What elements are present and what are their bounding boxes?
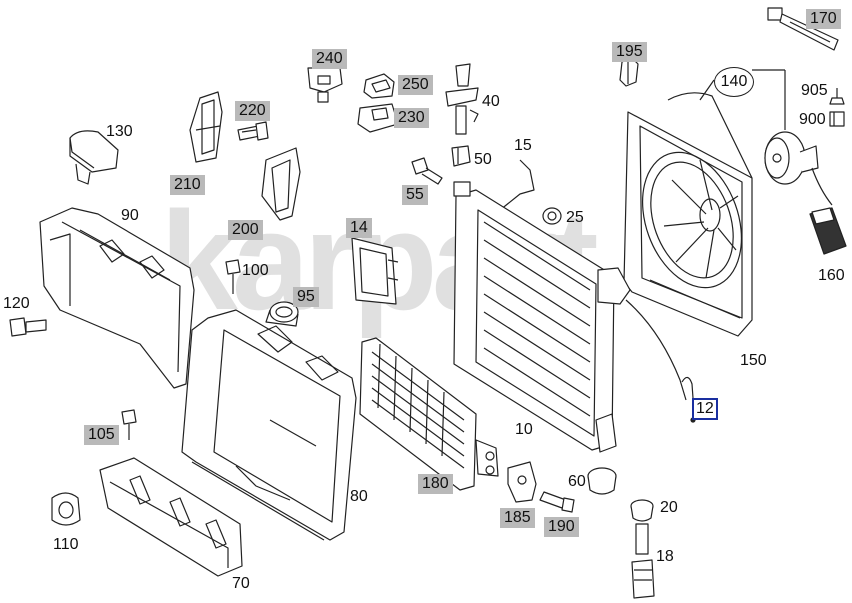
callout-905[interactable]: 905: [801, 82, 828, 99]
callout-150[interactable]: 150: [740, 352, 767, 369]
callout-12[interactable]: 12: [692, 398, 718, 420]
callout-105[interactable]: 105: [84, 425, 119, 445]
fan-motor-part[interactable]: [764, 131, 833, 206]
callout-10[interactable]: 10: [515, 421, 533, 438]
grommet-part[interactable]: [542, 207, 562, 225]
bracket-210-part[interactable]: [189, 91, 223, 163]
bolt-220-part[interactable]: [237, 121, 269, 141]
callout-70[interactable]: 70: [232, 575, 250, 592]
callout-220[interactable]: 220: [235, 101, 270, 121]
callout-250[interactable]: 250: [398, 75, 433, 95]
push-pin-part[interactable]: [9, 317, 47, 337]
callout-190[interactable]: 190: [544, 517, 579, 537]
connector-900-part[interactable]: [829, 111, 845, 127]
pad-250-part[interactable]: [363, 73, 395, 99]
clamp-110-part[interactable]: [51, 492, 81, 526]
callout-40[interactable]: 40: [482, 93, 500, 110]
callout-900[interactable]: 900: [799, 111, 826, 128]
callout-140[interactable]: 140: [714, 67, 754, 97]
fan-shroud-part[interactable]: [623, 92, 759, 337]
fitting-185-part[interactable]: [507, 461, 537, 503]
callout-100[interactable]: 100: [242, 262, 269, 279]
bolt-105-part[interactable]: [121, 409, 137, 440]
bracket-200-part[interactable]: [261, 147, 301, 221]
callout-170[interactable]: 170: [806, 9, 841, 29]
connector-905-part[interactable]: [829, 88, 845, 105]
callout-120[interactable]: 120: [3, 295, 30, 312]
clip-50-part[interactable]: [451, 145, 471, 167]
callout-15[interactable]: 15: [514, 137, 532, 154]
sensor-18-part[interactable]: [631, 523, 655, 599]
radiator-part[interactable]: [453, 181, 631, 453]
clip-195-part[interactable]: [619, 57, 639, 87]
callout-240[interactable]: 240: [312, 49, 347, 69]
bracket-240-part[interactable]: [307, 67, 343, 103]
bleeder-valve-part[interactable]: [445, 63, 479, 135]
callout-210[interactable]: 210: [170, 175, 205, 195]
hose-12-part[interactable]: [625, 299, 696, 423]
callout-130[interactable]: 130: [106, 123, 133, 140]
callout-230[interactable]: 230: [394, 108, 429, 128]
callout-50[interactable]: 50: [474, 151, 492, 168]
callout-160[interactable]: 160: [818, 267, 845, 284]
condenser-part[interactable]: [359, 337, 499, 491]
hose-ring-part[interactable]: [265, 301, 299, 327]
screw-55-part[interactable]: [411, 157, 443, 185]
callout-80[interactable]: 80: [350, 488, 368, 505]
callout-200[interactable]: 200: [228, 220, 263, 240]
trim-14-part[interactable]: [351, 237, 399, 305]
sensor-wire-part[interactable]: [499, 159, 535, 211]
callout-95[interactable]: 95: [293, 287, 319, 307]
bolt-100-part[interactable]: [225, 259, 241, 294]
callout-14[interactable]: 14: [346, 218, 372, 238]
fan-resistor-part[interactable]: [809, 207, 847, 255]
radiator-support-frame-part[interactable]: [181, 309, 357, 541]
callout-25[interactable]: 25: [566, 209, 584, 226]
callout-185[interactable]: 185: [500, 508, 535, 528]
callout-195[interactable]: 195: [612, 42, 647, 62]
mount-230-part[interactable]: [357, 103, 399, 133]
lower-deflector-part[interactable]: [99, 457, 243, 577]
callout-20[interactable]: 20: [660, 499, 678, 516]
bolt-190-part[interactable]: [539, 491, 575, 513]
cap-60-part[interactable]: [587, 467, 617, 495]
callout-110[interactable]: 110: [53, 536, 79, 553]
callout-18[interactable]: 18: [656, 548, 674, 565]
upper-support-part[interactable]: [39, 207, 195, 389]
callout-55[interactable]: 55: [402, 185, 428, 205]
cap-20-part[interactable]: [630, 499, 654, 522]
rubber-buffer-part[interactable]: [69, 130, 119, 185]
cable-tie-part[interactable]: [767, 7, 839, 51]
callout-60[interactable]: 60: [568, 473, 586, 490]
callout-90[interactable]: 90: [121, 207, 139, 224]
callout-180[interactable]: 180: [418, 474, 453, 494]
